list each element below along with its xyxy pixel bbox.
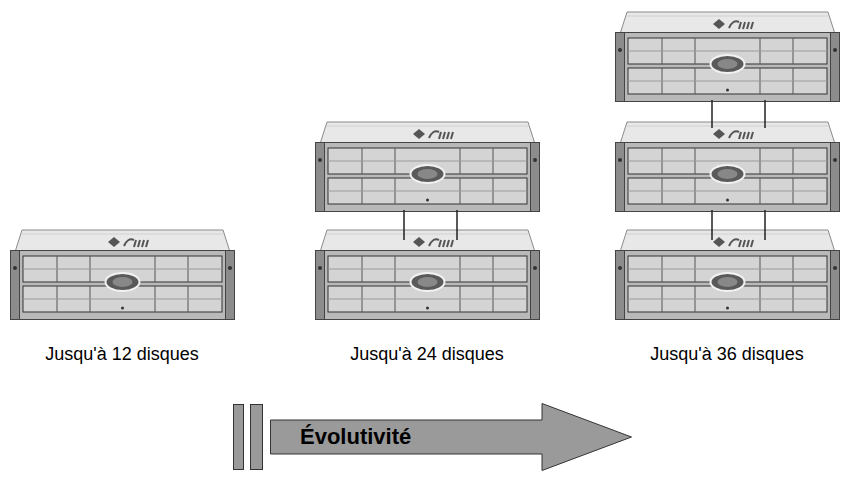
scalability-arrow: Évolutivité — [270, 403, 632, 471]
arrow-outline — [271, 404, 632, 471]
storage-array — [11, 12, 840, 320]
arrow-label: Évolutivité — [300, 426, 411, 448]
capacity-label: Jusqu'à 36 disques — [650, 345, 804, 365]
motion-bars — [234, 405, 263, 470]
capacity-label: Jusqu'à 12 disques — [45, 345, 199, 365]
capacity-label: Jusqu'à 24 disques — [350, 345, 504, 365]
cable — [404, 100, 765, 240]
